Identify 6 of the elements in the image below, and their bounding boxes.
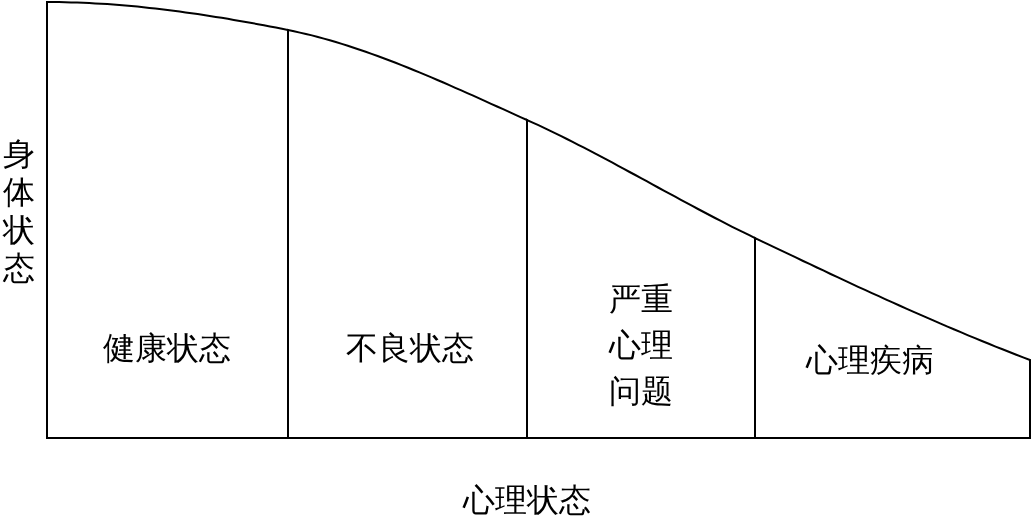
region-label: 健康状态 <box>102 328 232 369</box>
axis-title: 身体状态 <box>2 135 36 287</box>
axis-title: 心理状态 <box>461 480 592 520</box>
region-label: 严重心理问题 <box>607 279 674 412</box>
region-label: 心理疾病 <box>804 340 935 381</box>
region-label: 不良状态 <box>345 328 475 369</box>
